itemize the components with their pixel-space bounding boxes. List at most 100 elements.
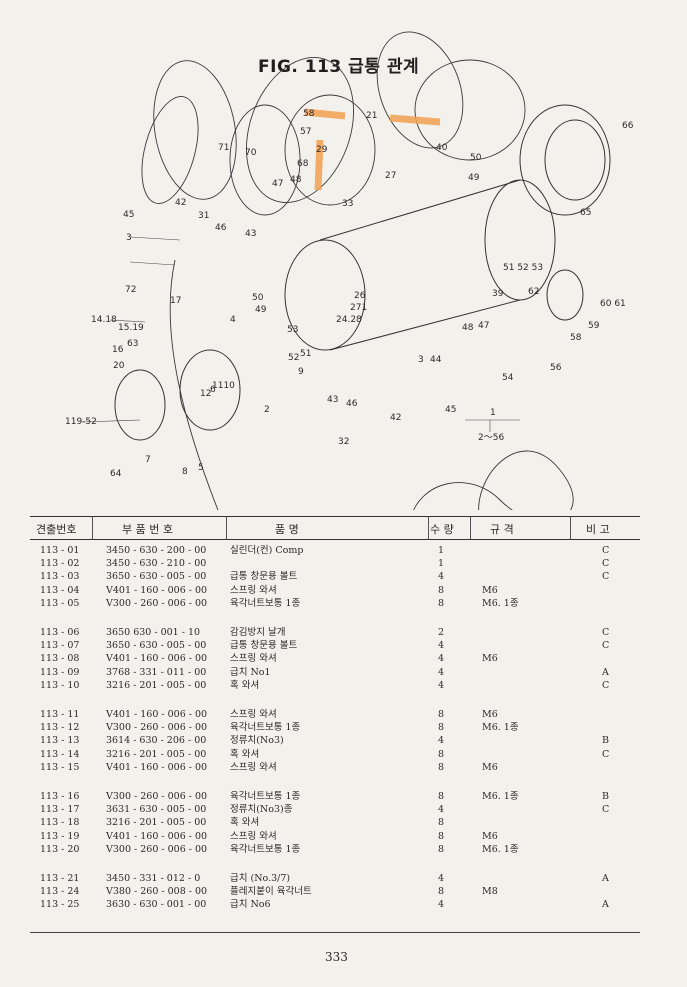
callout-27: 27 xyxy=(385,171,396,181)
callout-12: 12 xyxy=(200,389,211,399)
callout-15-19: 15.19 xyxy=(118,323,144,333)
cell-remarks: C xyxy=(602,558,610,570)
callout-60-61: 60 61 xyxy=(600,299,626,309)
callout-68: 68 xyxy=(297,159,309,169)
callout-59: 59 xyxy=(588,321,600,331)
callout-29: 29 xyxy=(316,145,328,155)
callout-49b: 49 xyxy=(468,173,480,183)
cell-quantity: 8 xyxy=(438,761,445,773)
cell-part-name: 스프링 와셔 xyxy=(230,653,277,665)
cell-part-name: 정류치(No3) xyxy=(230,735,284,747)
cell-part-number: 3650 - 630 - 005 - 00 xyxy=(106,571,207,583)
cell-remarks: C xyxy=(602,545,610,556)
cell-remarks: C xyxy=(602,748,610,760)
cell-part-name: 스프링 와셔 xyxy=(230,830,277,842)
cell-part-number: V401 - 160 - 006 - 00 xyxy=(106,830,208,842)
cell-quantity: 8 xyxy=(438,843,445,855)
cell-remarks: A xyxy=(602,666,609,678)
cell-quantity: 4 xyxy=(438,735,445,747)
cell-remarks: C xyxy=(602,640,610,652)
callout-70: 70 xyxy=(245,148,257,158)
cell-part-number: 3450 - 630 - 200 - 00 xyxy=(106,545,207,556)
callout-52: 52 xyxy=(288,353,299,363)
callout-33: 33 xyxy=(342,199,353,209)
cell-part-name: 감김방지 날개 xyxy=(230,627,286,638)
cell-part-name: 육각너트보통 1종 xyxy=(230,791,301,802)
header-part-number: 부 품 번 호 xyxy=(122,523,173,536)
cell-quantity: 4 xyxy=(438,653,445,665)
header-separator xyxy=(428,517,429,539)
cell-index-number: 113 - 02 xyxy=(40,558,80,570)
callout-39: 39 xyxy=(492,289,504,299)
callout-7: 7 xyxy=(145,455,151,465)
callout-50b: 50 xyxy=(470,153,482,163)
callout-63: 63 xyxy=(127,339,138,349)
cell-quantity: 2 xyxy=(438,627,445,638)
cell-quantity: 4 xyxy=(438,899,445,911)
cell-part-name: 급통 창문용 볼트 xyxy=(230,640,298,652)
callout-42b: 42 xyxy=(390,413,401,423)
cell-part-name: 혹 와셔 xyxy=(230,748,260,760)
cell-part-name: 급치 No6 xyxy=(230,899,271,911)
cell-index-number: 113 - 11 xyxy=(40,709,80,720)
callout-20: 20 xyxy=(113,361,125,371)
cell-remarks: C xyxy=(602,679,610,691)
cell-index-number: 113 - 08 xyxy=(40,653,80,665)
cell-spec: M6. 1종 xyxy=(482,843,519,855)
callout-119-52: 119-52 xyxy=(65,417,97,427)
cell-part-number: 3768 - 331 - 011 - 00 xyxy=(106,666,207,678)
cell-quantity: 8 xyxy=(438,748,445,760)
cell-part-number: V401 - 160 - 006 - 00 xyxy=(106,709,208,720)
front-door-ring xyxy=(114,104,611,441)
cell-part-number: 3216 - 201 - 005 - 00 xyxy=(106,817,207,829)
callout-5: 5 xyxy=(198,463,204,473)
cell-quantity: 8 xyxy=(438,886,445,898)
cell-quantity: 4 xyxy=(438,804,445,816)
cell-remarks: C xyxy=(602,804,610,816)
cell-remarks: C xyxy=(602,571,610,583)
callout-32: 32 xyxy=(338,437,349,447)
callout-8: 8 xyxy=(182,467,188,477)
callout-271: 271 xyxy=(350,303,367,313)
cell-part-name: 육각너트보통 1종 xyxy=(230,722,301,734)
cell-quantity: 8 xyxy=(438,584,445,596)
cell-part-number: 3216 - 201 - 005 - 00 xyxy=(106,679,207,691)
cell-part-number: V300 - 260 - 006 - 00 xyxy=(106,597,208,609)
cell-index-number: 113 - 14 xyxy=(40,748,80,760)
cell-spec: M6 xyxy=(482,584,498,596)
cell-index-number: 113 - 07 xyxy=(40,640,80,652)
cell-quantity: 4 xyxy=(438,679,445,691)
callout-44: 44 xyxy=(430,355,442,365)
cell-part-number: 3216 - 201 - 005 - 00 xyxy=(106,748,207,760)
callout-4: 4 xyxy=(230,315,236,325)
callout-43b: 43 xyxy=(327,395,338,405)
cell-index-number: 113 - 16 xyxy=(40,791,80,802)
callout-56: 56 xyxy=(550,363,562,373)
callout-48: 48 xyxy=(290,175,302,185)
header-separator xyxy=(92,517,93,539)
callout-62: 62 xyxy=(528,287,539,297)
cell-remarks: A xyxy=(602,899,609,911)
callout-2: 2 xyxy=(264,405,270,415)
callout-65: 65 xyxy=(580,208,591,218)
cell-index-number: 113 - 25 xyxy=(40,899,80,911)
callout-57: 57 xyxy=(300,127,311,137)
callout-16: 16 xyxy=(112,345,124,355)
cell-part-name: 급치 No1 xyxy=(230,666,271,678)
cell-quantity: 8 xyxy=(438,709,445,720)
header-spec: 규 격 xyxy=(490,523,514,536)
callout-14-18: 14.18 xyxy=(91,315,117,325)
callout-58: 58 xyxy=(303,109,315,119)
cell-index-number: 113 - 21 xyxy=(40,873,80,884)
